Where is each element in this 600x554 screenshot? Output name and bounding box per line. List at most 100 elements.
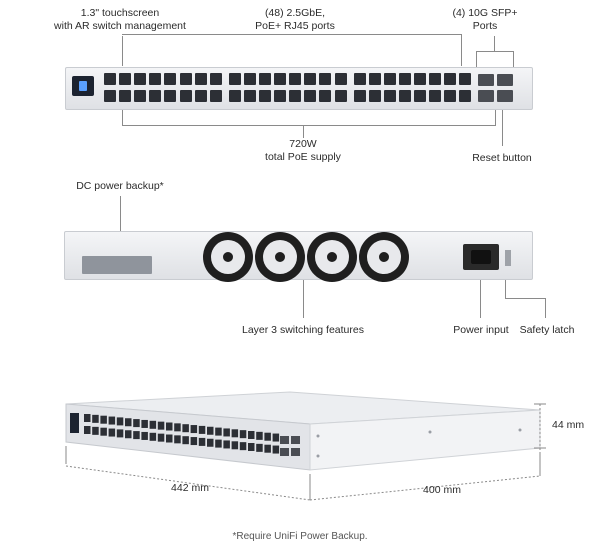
perspective-rj45-port [223,440,230,449]
perspective-rj45-port [92,414,99,423]
rj45-port [459,90,472,102]
perspective-rj45-port [84,414,91,422]
rj45-port [444,73,457,85]
rj45-port [304,73,317,85]
reset-label: Reset button [472,152,532,164]
perspective-rj45-port [215,427,222,436]
rj45-port [149,90,162,102]
perspective-rj45-port [157,421,165,430]
rj45-port [134,90,147,102]
rj45-port-block [104,73,474,105]
rj45-port [368,73,381,85]
poe-callout-bracket [122,125,496,126]
rj45-label: (48) 2.5GbE, PoE+ RJ45 ports [255,7,335,32]
perspective-rj45-port [108,428,116,437]
perspective-rj45-port [166,434,173,443]
perspective-rj45-port [141,431,148,440]
rj45-port [209,73,222,85]
perspective-rj45-port [248,443,255,451]
touchscreen-display [72,76,94,96]
dc-backup-label: DC power backup* [76,180,164,192]
power-input-label: Power input [453,324,509,336]
rj45-port [334,73,347,85]
perspective-rj45-port [248,431,255,439]
fan-3 [307,232,357,282]
perspective-rj45-port [133,419,140,428]
switch-front-panel [65,67,533,110]
perspective-rj45-port [256,431,263,440]
rj45-port [383,90,396,102]
rj45-port [119,73,132,85]
perspective-rj45-port [239,430,247,439]
perspective-rj45-port [174,423,181,432]
perspective-rj45-port [272,433,280,442]
rj45-port [259,90,271,102]
sfp-port [497,74,513,86]
perspective-rj45-port [133,431,140,440]
rj45-port [104,73,116,85]
perspective-rj45-port [100,415,107,424]
rj45-port [194,73,207,85]
rj45-port [414,90,426,102]
perspective-sfp-port [291,448,300,456]
perspective-rj45-port [116,417,124,426]
rj45-port [179,90,192,102]
rj45-port [289,73,302,85]
rj45-port [164,90,177,102]
rj45-port [414,73,426,85]
perspective-rj45-port [157,433,165,442]
rj45-port [194,90,207,102]
perspective-rj45-port [190,437,198,446]
safety-latch-callout-line [505,280,506,298]
rj45-port [334,90,347,102]
layer3-callout-line [303,280,304,318]
width-dimension-label: 442 mm [171,482,209,494]
perspective-sfp-port [291,436,300,444]
rj45-port [429,73,442,85]
perspective-rj45-port [116,429,124,438]
rj45-port [398,73,411,85]
rj45-port [243,90,256,102]
height-dimension-label: 44 mm [552,419,585,431]
rj45-port [104,90,116,102]
rj45-port [134,73,147,85]
perspective-rj45-port [174,435,181,444]
rj45-port [119,90,132,102]
perspective-rj45-port [166,422,173,431]
perspective-rj45-port [190,425,198,434]
perspective-rj45-port [141,419,148,428]
perspective-rj45-port [223,428,230,437]
perspective-rj45-port [264,432,271,441]
poe-label: 720W total PoE supply [265,138,341,163]
dc-backup-callout-line [120,196,121,231]
sfp-port [497,90,513,102]
rj45-port [164,73,177,85]
touchscreen-callout-line [122,36,123,66]
fan-2 [255,232,305,282]
layer3-label: Layer 3 switching features [242,324,364,336]
perspective-rj45-port [149,432,157,441]
perspective-rj45-port [239,442,247,451]
rj45-port [353,73,366,85]
sfp-port [478,74,494,86]
rj45-port [259,73,271,85]
perspective-rj45-port [84,426,91,434]
rj45-port [274,73,287,85]
fan-1 [203,232,253,282]
rj45-port [429,90,442,102]
perspective-rj45-port [92,426,99,435]
rj45-port [353,90,366,102]
rj45-port [444,90,457,102]
rj45-port [274,90,287,102]
perspective-rj45-port [231,429,239,438]
perspective-touchscreen [70,413,79,433]
rj45-port [179,73,192,85]
safety-latch [505,250,511,266]
rj45-port [319,73,332,85]
rj45-port [228,73,241,85]
safety-latch-label: Safety latch [519,324,575,336]
rj45-port [368,90,381,102]
power-input-callout-line [480,280,481,318]
sfp-callout-bracket [476,51,514,52]
switch-rear-panel [64,231,533,282]
